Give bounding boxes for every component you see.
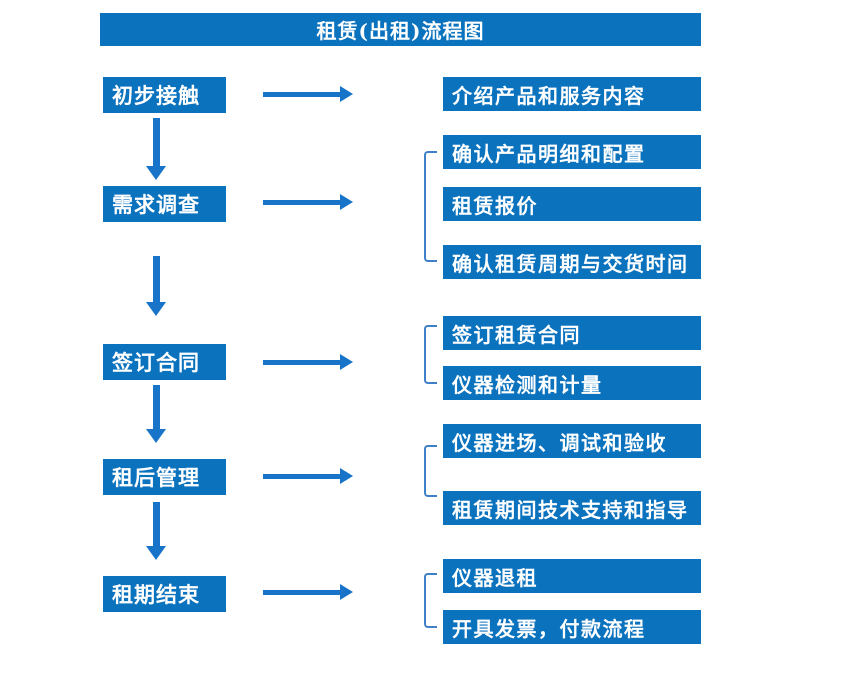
- detail-box: 仪器检测和计量: [443, 366, 701, 400]
- arrow-head: [146, 302, 166, 316]
- arrow-right-icon: [263, 86, 353, 102]
- step-box-post-rental-management: 租后管理: [103, 459, 226, 495]
- step-box-sign-contract: 签订合同: [103, 344, 226, 380]
- arrow-head: [340, 194, 353, 210]
- arrow-shaft: [263, 92, 340, 97]
- arrow-shaft: [263, 360, 340, 365]
- detail-box: 仪器进场、调试和验收: [443, 424, 701, 458]
- flowchart-title: 租赁(出租)流程图: [100, 13, 701, 46]
- detail-box: 租赁报价: [443, 187, 701, 221]
- arrow-down-icon: [146, 118, 166, 180]
- group-bracket-icon: [424, 445, 437, 497]
- arrow-shaft: [153, 256, 160, 302]
- group-bracket-icon: [424, 325, 437, 384]
- arrow-down-icon: [146, 385, 166, 443]
- detail-box: 确认产品明细和配置: [443, 135, 701, 169]
- arrow-head: [146, 166, 166, 180]
- arrow-right-icon: [263, 468, 353, 484]
- arrow-head: [340, 86, 353, 102]
- step-box-demand-survey: 需求调查: [103, 186, 226, 222]
- step-box-rental-end: 租期结束: [103, 576, 226, 612]
- arrow-head: [146, 546, 166, 560]
- arrow-shaft: [153, 118, 160, 166]
- arrow-head: [340, 468, 353, 484]
- detail-box: 介绍产品和服务内容: [443, 77, 701, 111]
- group-bracket-icon: [424, 573, 437, 628]
- detail-box: 仪器退租: [443, 559, 701, 593]
- arrow-head: [340, 354, 353, 370]
- detail-box: 签订租赁合同: [443, 316, 701, 350]
- detail-box: 确认租赁周期与交货时间: [443, 245, 701, 279]
- detail-box: 开具发票，付款流程: [443, 610, 701, 644]
- arrow-right-icon: [263, 354, 353, 370]
- group-bracket-icon: [424, 151, 437, 262]
- arrow-down-icon: [146, 256, 166, 316]
- step-box-initial-contact: 初步接触: [103, 77, 226, 113]
- arrow-shaft: [263, 474, 340, 479]
- arrow-head: [146, 429, 166, 443]
- arrow-head: [340, 584, 353, 600]
- arrow-shaft: [153, 502, 160, 546]
- arrow-shaft: [153, 385, 160, 429]
- arrow-shaft: [263, 200, 340, 205]
- arrow-down-icon: [146, 502, 166, 560]
- arrow-right-icon: [263, 584, 353, 600]
- arrow-right-icon: [263, 194, 353, 210]
- arrow-shaft: [263, 590, 340, 595]
- detail-box: 租赁期间技术支持和指导: [443, 491, 701, 525]
